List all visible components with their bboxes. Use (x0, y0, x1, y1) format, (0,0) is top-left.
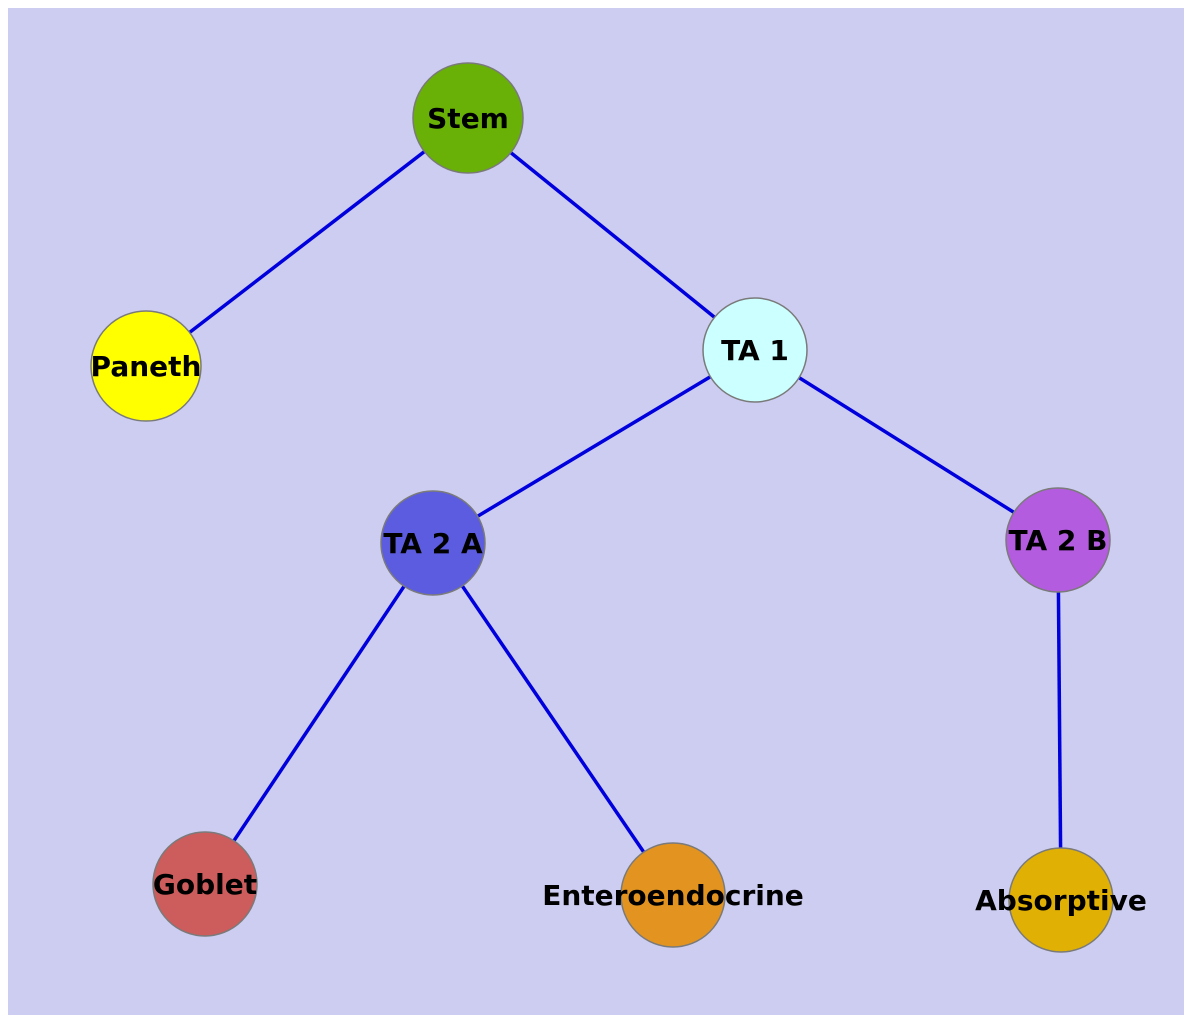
ta-1-label: TA 1 (721, 334, 789, 367)
node-ta-2-b: TA 2 B (1005, 487, 1111, 593)
ta-2-a-circle (380, 490, 486, 596)
absorptive-label: Absorptive (975, 884, 1147, 917)
goblet-circle (152, 831, 258, 937)
edge-ta-1-to-ta-2-a (432, 348, 756, 545)
node-absorptive: Absorptive (975, 847, 1147, 953)
node-goblet: Goblet (152, 831, 258, 937)
ta-2-b-circle (1005, 487, 1111, 593)
ta-2-b-label: TA 2 B (1009, 524, 1108, 557)
ta-2-a-label: TA 2 A (383, 527, 483, 560)
enteroendocrine-circle (620, 842, 726, 948)
paneth-circle (90, 310, 202, 422)
node-ta-2-a: TA 2 A (380, 490, 486, 596)
edge-ta-2-a-to-enteroendocrine (431, 542, 675, 896)
enteroendocrine-label: Enteroendocrine (542, 879, 804, 912)
edge-ta-1-to-ta-2-b (754, 348, 1059, 542)
stem-circle (412, 62, 524, 174)
node-stem: Stem (412, 62, 524, 174)
stem-label: Stem (427, 102, 509, 135)
edge-stem-to-ta-1 (466, 116, 757, 352)
node-paneth: Paneth (90, 310, 202, 422)
node-enteroendocrine: Enteroendocrine (542, 842, 804, 948)
paneth-label: Paneth (91, 350, 202, 383)
absorptive-circle (1008, 847, 1114, 953)
edge-ta-2-b-to-absorptive (1056, 539, 1063, 901)
goblet-label: Goblet (153, 868, 257, 901)
ta-1-circle (702, 297, 808, 403)
edge-ta-2-a-to-goblet (203, 542, 435, 885)
node-ta-1: TA 1 (702, 297, 808, 403)
edge-stem-to-paneth (144, 116, 470, 368)
